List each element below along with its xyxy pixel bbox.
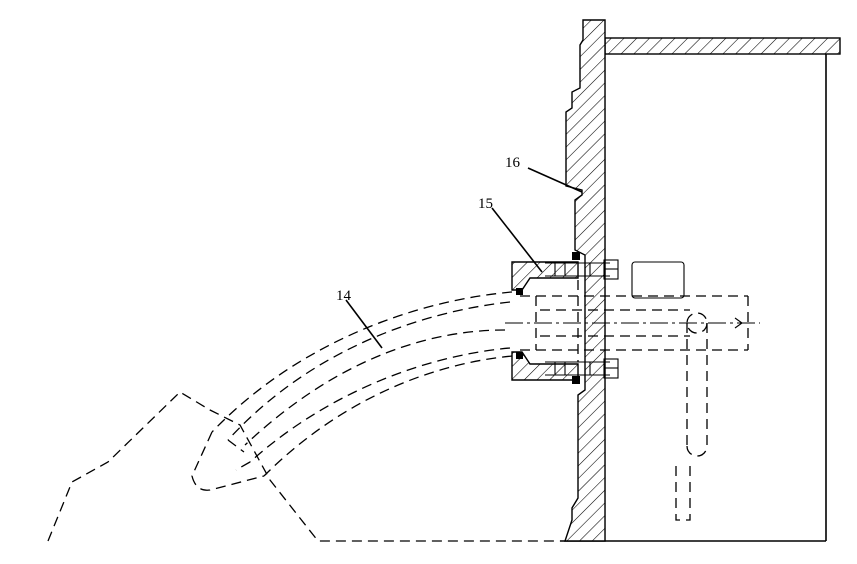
wall-16	[564, 19, 606, 542]
label-15: 15	[478, 196, 493, 212]
shaft	[505, 280, 760, 362]
lower-bolt	[545, 358, 619, 379]
flange-15	[511, 252, 619, 384]
bucket-outline	[47, 391, 560, 542]
label-14: 14	[336, 288, 352, 304]
callouts: 16 15 14	[336, 155, 583, 349]
seal-top-wall	[572, 252, 580, 260]
leader-15	[491, 207, 543, 273]
top-plate	[604, 37, 841, 55]
seal-bottom-wall	[572, 376, 580, 384]
upper-bolt	[545, 259, 619, 280]
seal-bottom-left	[516, 352, 523, 359]
seal-top-left	[516, 288, 523, 295]
lever	[675, 312, 708, 521]
label-16: 16	[505, 155, 521, 171]
leader-16	[527, 167, 583, 193]
inner-block	[631, 261, 685, 299]
leader-14	[345, 299, 383, 349]
curved-pipe-14	[191, 291, 513, 491]
